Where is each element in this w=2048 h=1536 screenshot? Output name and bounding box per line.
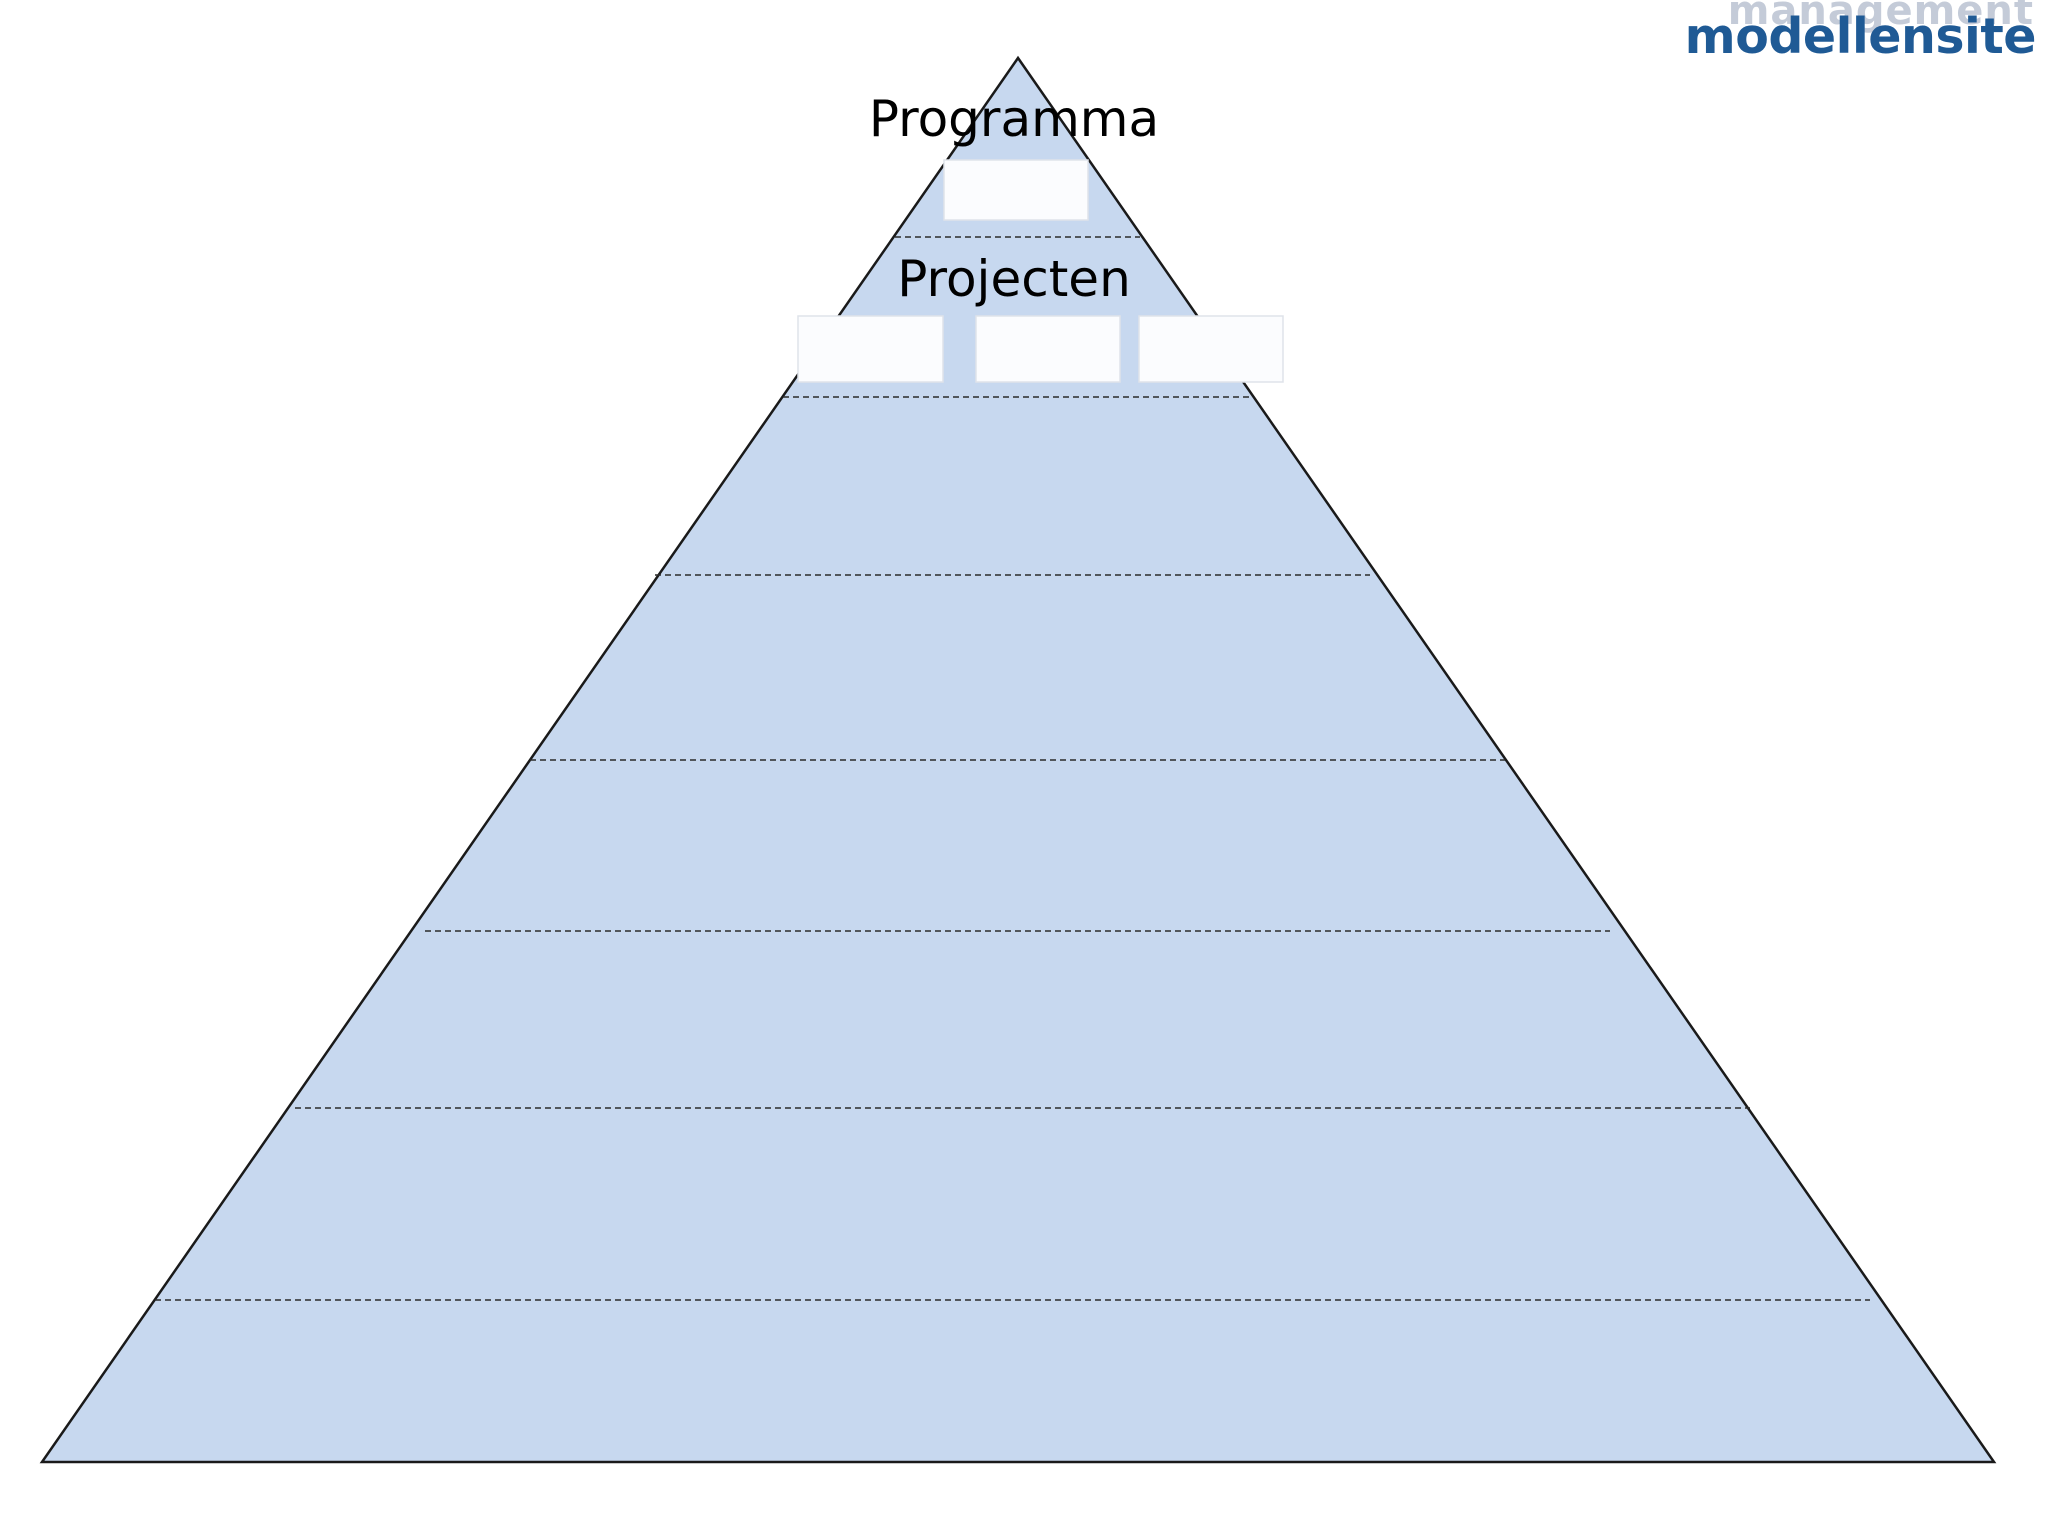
project-box-1 — [797, 315, 944, 383]
level-programma: Programma — [869, 90, 1159, 221]
level-dividers — [155, 236, 1870, 1301]
programma-box — [943, 159, 1089, 221]
level-label-projecten: Projecten — [897, 250, 1131, 308]
level-projecten: Projecten — [797, 250, 1284, 383]
project-box-2 — [975, 315, 1121, 383]
brand-faint-text: management — [1727, 0, 2034, 34]
brand-main-text: modellensite — [1684, 8, 2037, 65]
level-label-programma: Programma — [869, 90, 1159, 148]
project-box-3 — [1138, 315, 1284, 383]
brand-logo: management modellensite — [1685, 0, 2042, 70]
